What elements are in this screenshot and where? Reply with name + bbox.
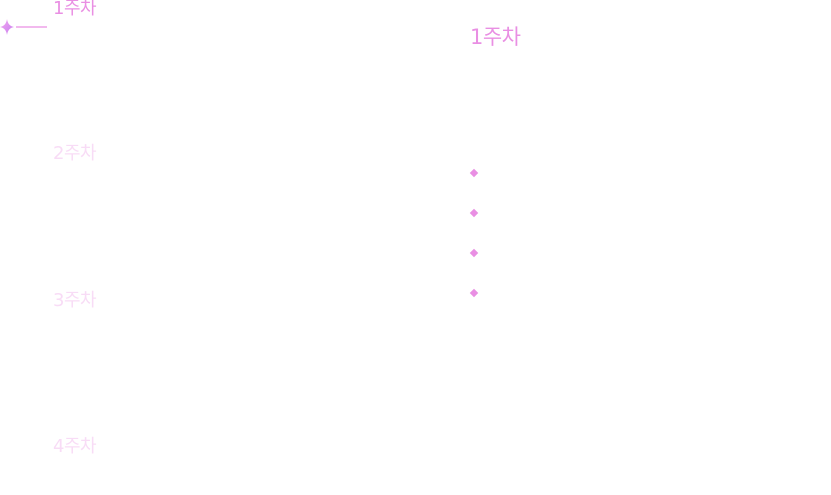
detail-title: 1주차 (470, 25, 521, 49)
list-item (469, 164, 770, 204)
list-item (469, 284, 770, 324)
list-item (469, 204, 770, 244)
week-label: 3주차 (53, 290, 97, 311)
week-item-1[interactable]: 1주차 (0, 0, 200, 38)
active-week-marker (0, 17, 50, 37)
week-detail-panel: 1주차 (469, 0, 810, 495)
week-label: 2주차 (53, 143, 97, 164)
sparkle-icon (0, 19, 47, 35)
week-item-4[interactable]: 4주차 (0, 436, 200, 476)
diamond-bullet-icon (469, 288, 479, 298)
diamond-bullet-icon (469, 208, 479, 218)
week-timeline: 1주차 2주차 3주차 4주차 (0, 0, 200, 495)
week-item-3[interactable]: 3주차 (0, 290, 200, 330)
week-label: 4주차 (53, 436, 97, 457)
bullet-list (469, 164, 770, 324)
diamond-bullet-icon (469, 248, 479, 258)
list-item (469, 244, 770, 284)
diamond-bullet-icon (469, 168, 479, 178)
week-item-2[interactable]: 2주차 (0, 143, 200, 183)
week-label: 1주차 (53, 0, 97, 19)
